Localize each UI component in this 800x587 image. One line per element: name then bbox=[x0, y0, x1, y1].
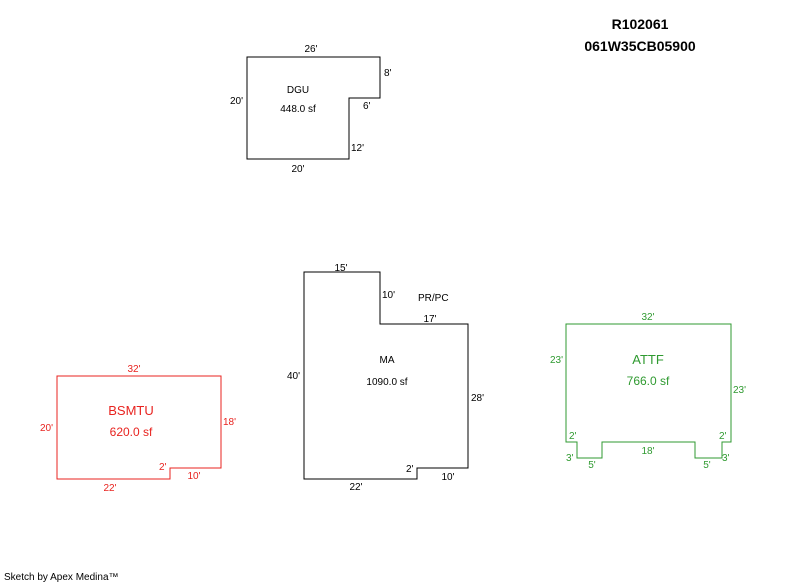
bsmtu-dim-bottom-right: 10' bbox=[187, 471, 200, 482]
map-number: 061W35CB05900 bbox=[584, 38, 696, 54]
parcel-id: R102061 bbox=[611, 16, 669, 32]
sketch-credit: Sketch by Apex Medina™ bbox=[4, 572, 119, 583]
area-dgu: DGU 448.0 sf 26' 8' 6' 12' 20' 20' bbox=[230, 44, 392, 175]
dgu-dim-right-lower: 12' bbox=[351, 143, 364, 154]
attf-dim-left-foot: 5' bbox=[588, 460, 596, 471]
bsmtu-label: BSMTU bbox=[108, 403, 154, 418]
bsmtu-outline bbox=[56, 375, 222, 480]
attf-dim-left: 23' bbox=[550, 355, 563, 366]
ma-outline bbox=[303, 271, 469, 480]
dgu-outline bbox=[246, 56, 381, 160]
bsmtu-dim-bottom: 22' bbox=[103, 483, 116, 494]
area-bsmtu: BSMTU 620.0 sf 32' 18' 10' 2' 22' 20' bbox=[40, 364, 236, 494]
attf-dim-top: 32' bbox=[641, 312, 654, 323]
ma-dim-right: 28' bbox=[471, 393, 484, 404]
ma-dim-step-vertical: 10' bbox=[382, 290, 395, 301]
ma-dim-left: 40' bbox=[287, 371, 300, 382]
attf-dim-left-notch: 3' bbox=[566, 453, 574, 464]
attf-label: ATTF bbox=[632, 352, 664, 367]
ma-dim-notch: 2' bbox=[406, 464, 414, 475]
dgu-dim-bottom: 20' bbox=[291, 164, 304, 175]
bsmtu-dim-right: 18' bbox=[223, 417, 236, 428]
bsmtu-dim-left: 20' bbox=[40, 423, 53, 434]
attf-dim-right: 23' bbox=[733, 385, 746, 396]
area-attf: ATTF 766.0 sf 32' 23' 2' 3' 5' 18' 5' 3'… bbox=[550, 312, 746, 471]
attf-dim-left-step: 2' bbox=[569, 431, 577, 442]
attf-outline bbox=[565, 323, 732, 459]
dgu-area: 448.0 sf bbox=[280, 104, 316, 115]
prpc-annotation: PR/PC bbox=[418, 293, 449, 304]
dgu-dim-right-upper: 8' bbox=[384, 68, 392, 79]
bsmtu-area: 620.0 sf bbox=[110, 425, 153, 439]
attf-dim-right-notch: 3' bbox=[722, 453, 730, 464]
bsmtu-dim-top: 32' bbox=[127, 364, 140, 375]
ma-dim-step-horizontal: 17' bbox=[423, 314, 436, 325]
ma-area: 1090.0 sf bbox=[366, 377, 407, 388]
ma-dim-bottom: 22' bbox=[349, 482, 362, 493]
attf-dim-right-step: 2' bbox=[719, 431, 727, 442]
area-ma: MA 1090.0 sf 15' 10' 17' 28' 10' 2' 22' … bbox=[287, 263, 484, 493]
dgu-dim-step: 6' bbox=[363, 101, 371, 112]
dgu-dim-left: 20' bbox=[230, 96, 243, 107]
ma-label: MA bbox=[380, 355, 395, 366]
ma-dim-bottom-right: 10' bbox=[441, 472, 454, 483]
attf-dim-bottom: 18' bbox=[641, 446, 654, 457]
attf-area: 766.0 sf bbox=[627, 374, 670, 388]
bsmtu-dim-notch: 2' bbox=[159, 462, 167, 473]
ma-dim-top: 15' bbox=[334, 263, 347, 274]
attf-dim-right-foot: 5' bbox=[703, 460, 711, 471]
dgu-label: DGU bbox=[287, 85, 309, 96]
dgu-dim-top: 26' bbox=[304, 44, 317, 55]
